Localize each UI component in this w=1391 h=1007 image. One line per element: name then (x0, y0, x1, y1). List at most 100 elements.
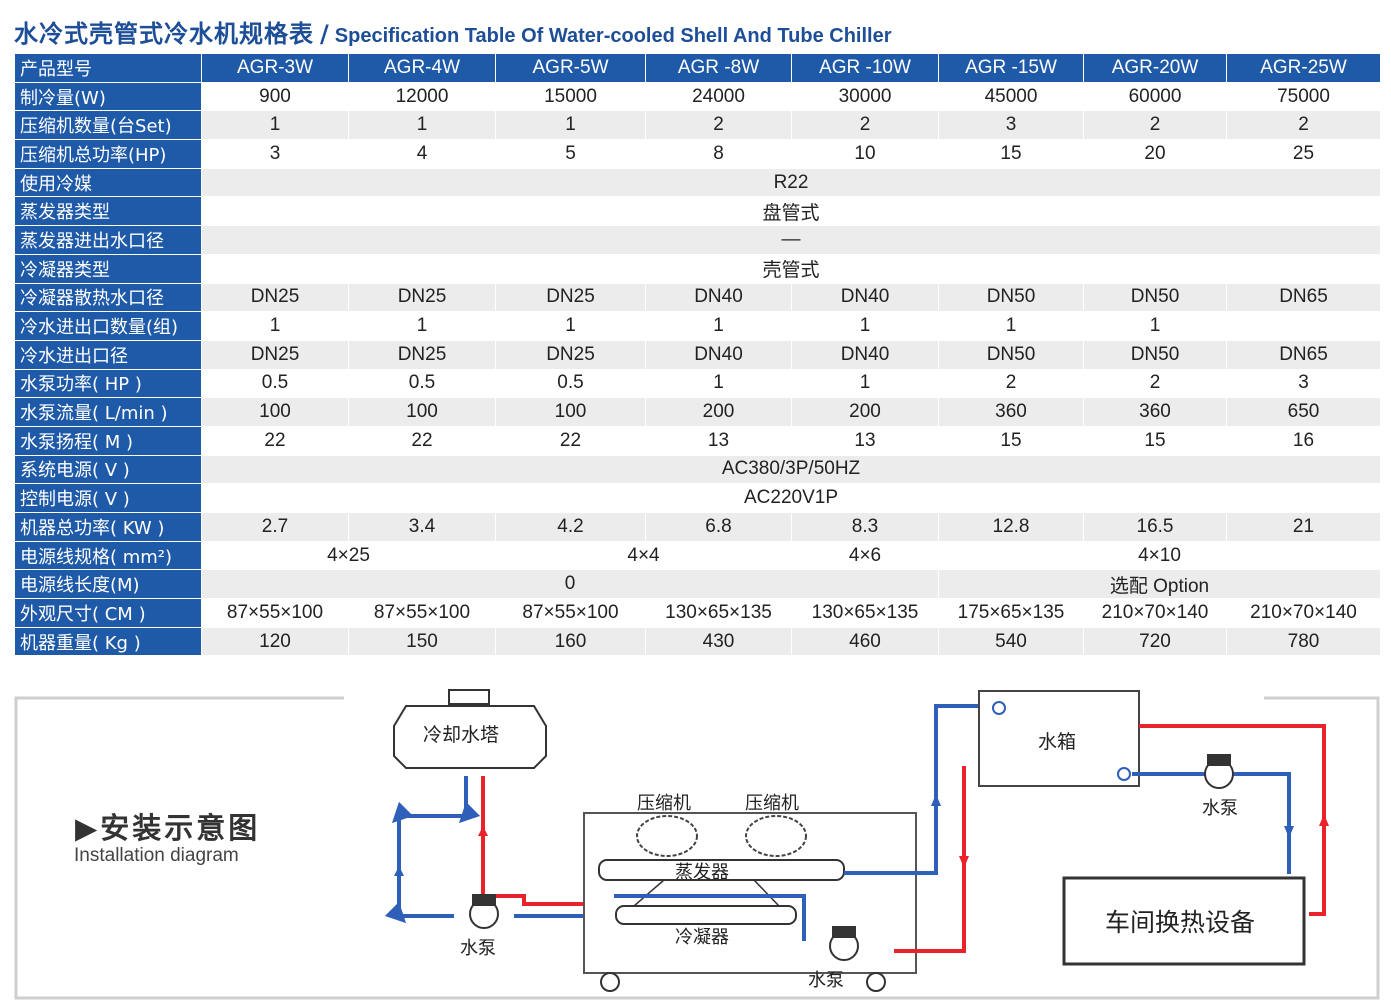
row-label: 冷凝器散热水口径 (14, 282, 202, 313)
table-cell: 4 (348, 139, 496, 169)
equipment-box (1062, 876, 1306, 966)
table-cell: 选配 Option (938, 569, 1381, 600)
row-label: 电源线长度(M) (14, 569, 202, 600)
table-cell: DN50 (938, 282, 1084, 313)
compressor-2-label: 压缩机 (745, 793, 799, 814)
table-row: 蒸发器进出水口径— (14, 225, 1381, 255)
header-label: 产品型号 (14, 53, 202, 83)
table-cell: R22 (201, 167, 1381, 198)
table-cell: 24000 (645, 81, 792, 112)
table-cell: 720 (1083, 626, 1227, 657)
diagram-title: ▶安装示意图 (75, 811, 261, 845)
table-cell: 30000 (791, 81, 939, 112)
table-cell: 1 (645, 311, 792, 341)
table-cell: 3 (1226, 368, 1381, 399)
table-cell: 200 (645, 397, 792, 427)
pump-bottom-label: 水泵 (808, 970, 844, 991)
table-cell: DN40 (791, 339, 939, 370)
row-label: 压缩机总功率(HP) (14, 139, 202, 169)
table-cell: 10 (791, 139, 939, 169)
table-cell: 430 (645, 626, 792, 657)
table-cell: 4.2 (495, 512, 646, 542)
condenser-icon (615, 905, 797, 925)
pump-bottom-icon (829, 926, 859, 961)
table-cell: 4×25 (201, 540, 496, 571)
row-label: 制冷量(W) (14, 81, 202, 112)
table-cell: 12.8 (938, 512, 1084, 542)
diagram-subtitle: Installation diagram (74, 845, 239, 866)
table-cell: DN50 (938, 339, 1084, 370)
table-cell: 2 (1083, 368, 1227, 399)
table-cell: 1 (791, 311, 939, 341)
compressor-1-label: 压缩机 (637, 793, 691, 814)
table-cell: 15 (1083, 425, 1227, 456)
row-label: 冷水进出口数量(组) (14, 311, 202, 341)
table-cell: 100 (201, 397, 349, 427)
evap-to-tank-pipe (844, 704, 989, 875)
table-cell: DN65 (1226, 282, 1381, 313)
row-label: 压缩机数量(台Set) (14, 110, 202, 141)
table-cell: DN25 (201, 339, 349, 370)
table-cell: 0 (201, 569, 939, 600)
row-label: 外观尺寸( CM ) (14, 598, 202, 628)
table-cell: 0.5 (348, 368, 496, 399)
table-cell: 1 (495, 110, 646, 141)
evaporator-icon (598, 859, 845, 881)
table-cell: DN65 (1226, 339, 1381, 370)
table-cell: 75000 (1226, 81, 1381, 112)
tower-hot-pipe (481, 776, 624, 906)
row-label: 蒸发器类型 (14, 196, 202, 227)
table-cell: 15000 (495, 81, 646, 112)
row-label: 系统电源( V ) (14, 454, 202, 485)
table-cell: 21 (1226, 512, 1381, 542)
table-cell: 4×10 (938, 540, 1381, 571)
table-cell: 2 (791, 110, 939, 141)
table-cell: 盘管式 (201, 196, 1381, 227)
model-header: AGR -10W (791, 53, 939, 83)
table-cell: 1 (938, 311, 1084, 341)
table-cell: 1 (201, 311, 349, 341)
title-separator: / (320, 20, 329, 48)
table-cell: 5 (495, 139, 646, 169)
table-cell: — (201, 225, 1381, 255)
table-cell: 3.4 (348, 512, 496, 542)
tower-cold-pipe (384, 776, 481, 924)
model-header: AGR -15W (938, 53, 1084, 83)
table-cell: 2 (938, 368, 1084, 399)
pump-to-evap-pipe (614, 894, 806, 941)
table-cell: DN50 (1083, 339, 1227, 370)
condenser-label: 冷凝器 (675, 927, 729, 948)
table-cell: AC220V1P (201, 483, 1381, 513)
table-cell: DN40 (645, 282, 792, 313)
table-cell: 1 (495, 311, 646, 341)
model-header: AGR-3W (201, 53, 349, 83)
model-header: AGR -8W (645, 53, 792, 83)
table-cell: 2 (1083, 110, 1227, 141)
table-cell: 0.5 (495, 368, 646, 399)
table-cell: 16.5 (1083, 512, 1227, 542)
compressor-2-icon (745, 815, 807, 857)
table-cell: 25 (1226, 139, 1381, 169)
table-cell: 210×70×140 (1226, 598, 1381, 628)
pump-left-icon (469, 894, 499, 929)
table-cell: 0.5 (201, 368, 349, 399)
table-cell: DN40 (791, 282, 939, 313)
table-cell: 13 (645, 425, 792, 456)
table-cell: 87×55×100 (348, 598, 496, 628)
model-header: AGR-4W (348, 53, 496, 83)
table-cell: 120 (201, 626, 349, 657)
table-cell: 4×6 (791, 540, 939, 571)
table-cell (1226, 311, 1381, 341)
model-header: AGR-5W (495, 53, 646, 83)
